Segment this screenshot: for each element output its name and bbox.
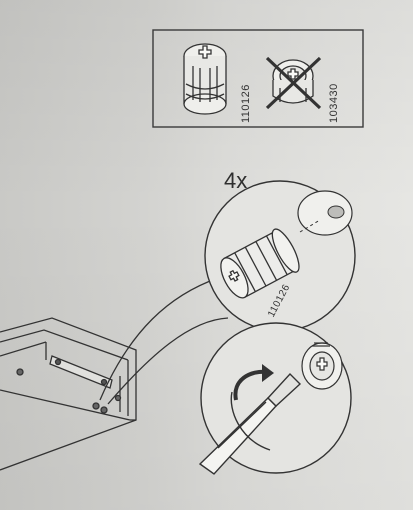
panel-hole-inner: [327, 205, 345, 219]
callout-leader-upper: [99, 277, 219, 401]
legend-box: [152, 29, 364, 128]
quantity-label: 4x: [224, 168, 248, 193]
arrow-head: [262, 364, 274, 382]
cam-lock-icon: [183, 43, 227, 115]
crossed-cam-lock-icon: [265, 56, 322, 110]
callout-leader-lower: [107, 317, 229, 405]
panel-hole: [297, 190, 353, 236]
part-code-ok: 110126: [240, 84, 252, 123]
cam-head-icon: [301, 342, 343, 390]
furniture-panel-drawing: [0, 317, 137, 471]
insert-guide-line: [299, 219, 321, 233]
cam-lock-insert-icon: [220, 228, 300, 299]
screwdriver-icon: [198, 372, 302, 475]
part-code-wrong: 103430: [328, 83, 340, 123]
